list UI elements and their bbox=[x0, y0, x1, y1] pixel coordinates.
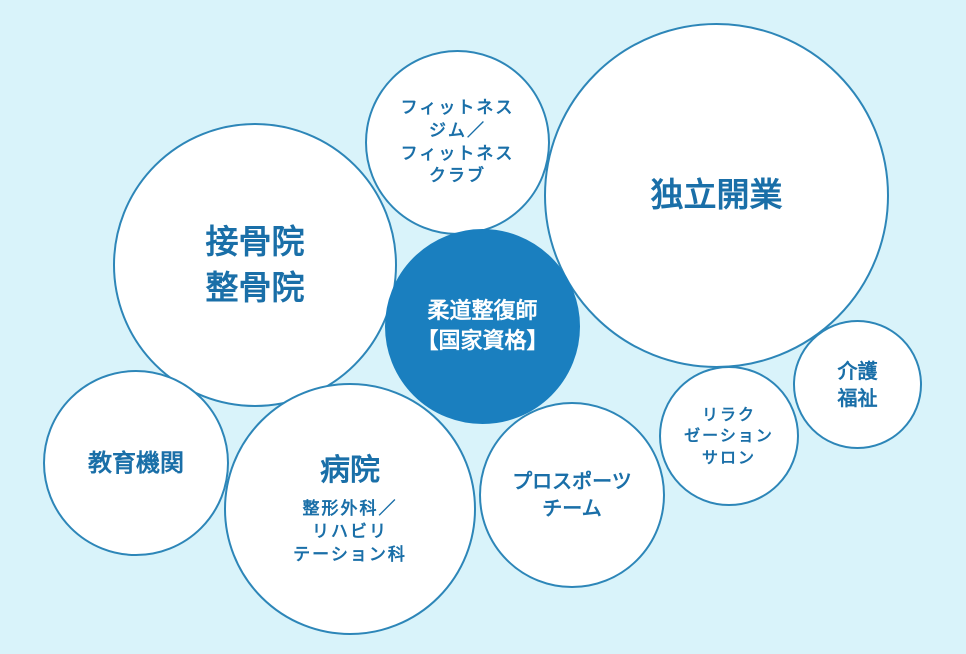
center-line2: 【国家資格】 bbox=[416, 328, 549, 354]
bubble-relaxation-line1: リラク bbox=[701, 404, 756, 424]
bubble-relaxation: リラク ゼーション サロン bbox=[659, 366, 799, 506]
bubble-relaxation-line2: ゼーション bbox=[684, 426, 774, 446]
bubble-hospital-sub-line1: 整形外科／ bbox=[302, 498, 398, 519]
center-line1: 柔道整復師 bbox=[427, 298, 538, 324]
bubble-prosports-line1: プロスポーツ bbox=[512, 469, 632, 493]
bubble-hospital-sub: 整形外科／ リハビリ テーション科 bbox=[293, 498, 407, 567]
bubble-hospital-title: 病院 bbox=[320, 453, 380, 489]
bubble-sekkotsuin-line1: 接骨院 bbox=[205, 221, 305, 261]
bubble-fitness-line4: クラブ bbox=[429, 166, 486, 187]
bubble-care-line1: 介護 bbox=[837, 358, 878, 383]
bubble-fitness-line1: フィットネス bbox=[400, 97, 515, 118]
bubble-independent-label: 独立開業 bbox=[650, 175, 783, 215]
bubble-education-label: 教育機関 bbox=[88, 448, 184, 477]
bubble-center: 柔道整復師 【国家資格】 bbox=[385, 229, 580, 424]
bubble-fitness-line2: ジム／ bbox=[429, 120, 486, 141]
bubble-education: 教育機関 bbox=[43, 370, 229, 556]
bubble-sekkotsuin: 接骨院 整骨院 bbox=[113, 123, 397, 407]
bubble-prosports-line2: チーム bbox=[542, 496, 602, 520]
bubble-hospital-sub-line2: リハビリ bbox=[311, 521, 388, 542]
bubble-sekkotsuin-line2: 整骨院 bbox=[205, 268, 305, 307]
bubble-hospital-sub-line3: テーション科 bbox=[293, 544, 407, 565]
bubble-care: 介護 福祉 bbox=[793, 320, 922, 449]
bubble-care-line2: 福祉 bbox=[837, 385, 878, 410]
bubble-independent: 独立開業 bbox=[544, 23, 889, 368]
bubble-prosports: プロスポーツ チーム bbox=[479, 402, 665, 588]
bubble-fitness-line3: フィットネス bbox=[400, 143, 515, 164]
bubble-hospital: 病院 整形外科／ リハビリ テーション科 bbox=[224, 383, 476, 635]
bubble-fitness: フィットネス ジム／ フィットネス クラブ bbox=[365, 50, 550, 235]
bubble-relaxation-line3: サロン bbox=[701, 447, 756, 467]
